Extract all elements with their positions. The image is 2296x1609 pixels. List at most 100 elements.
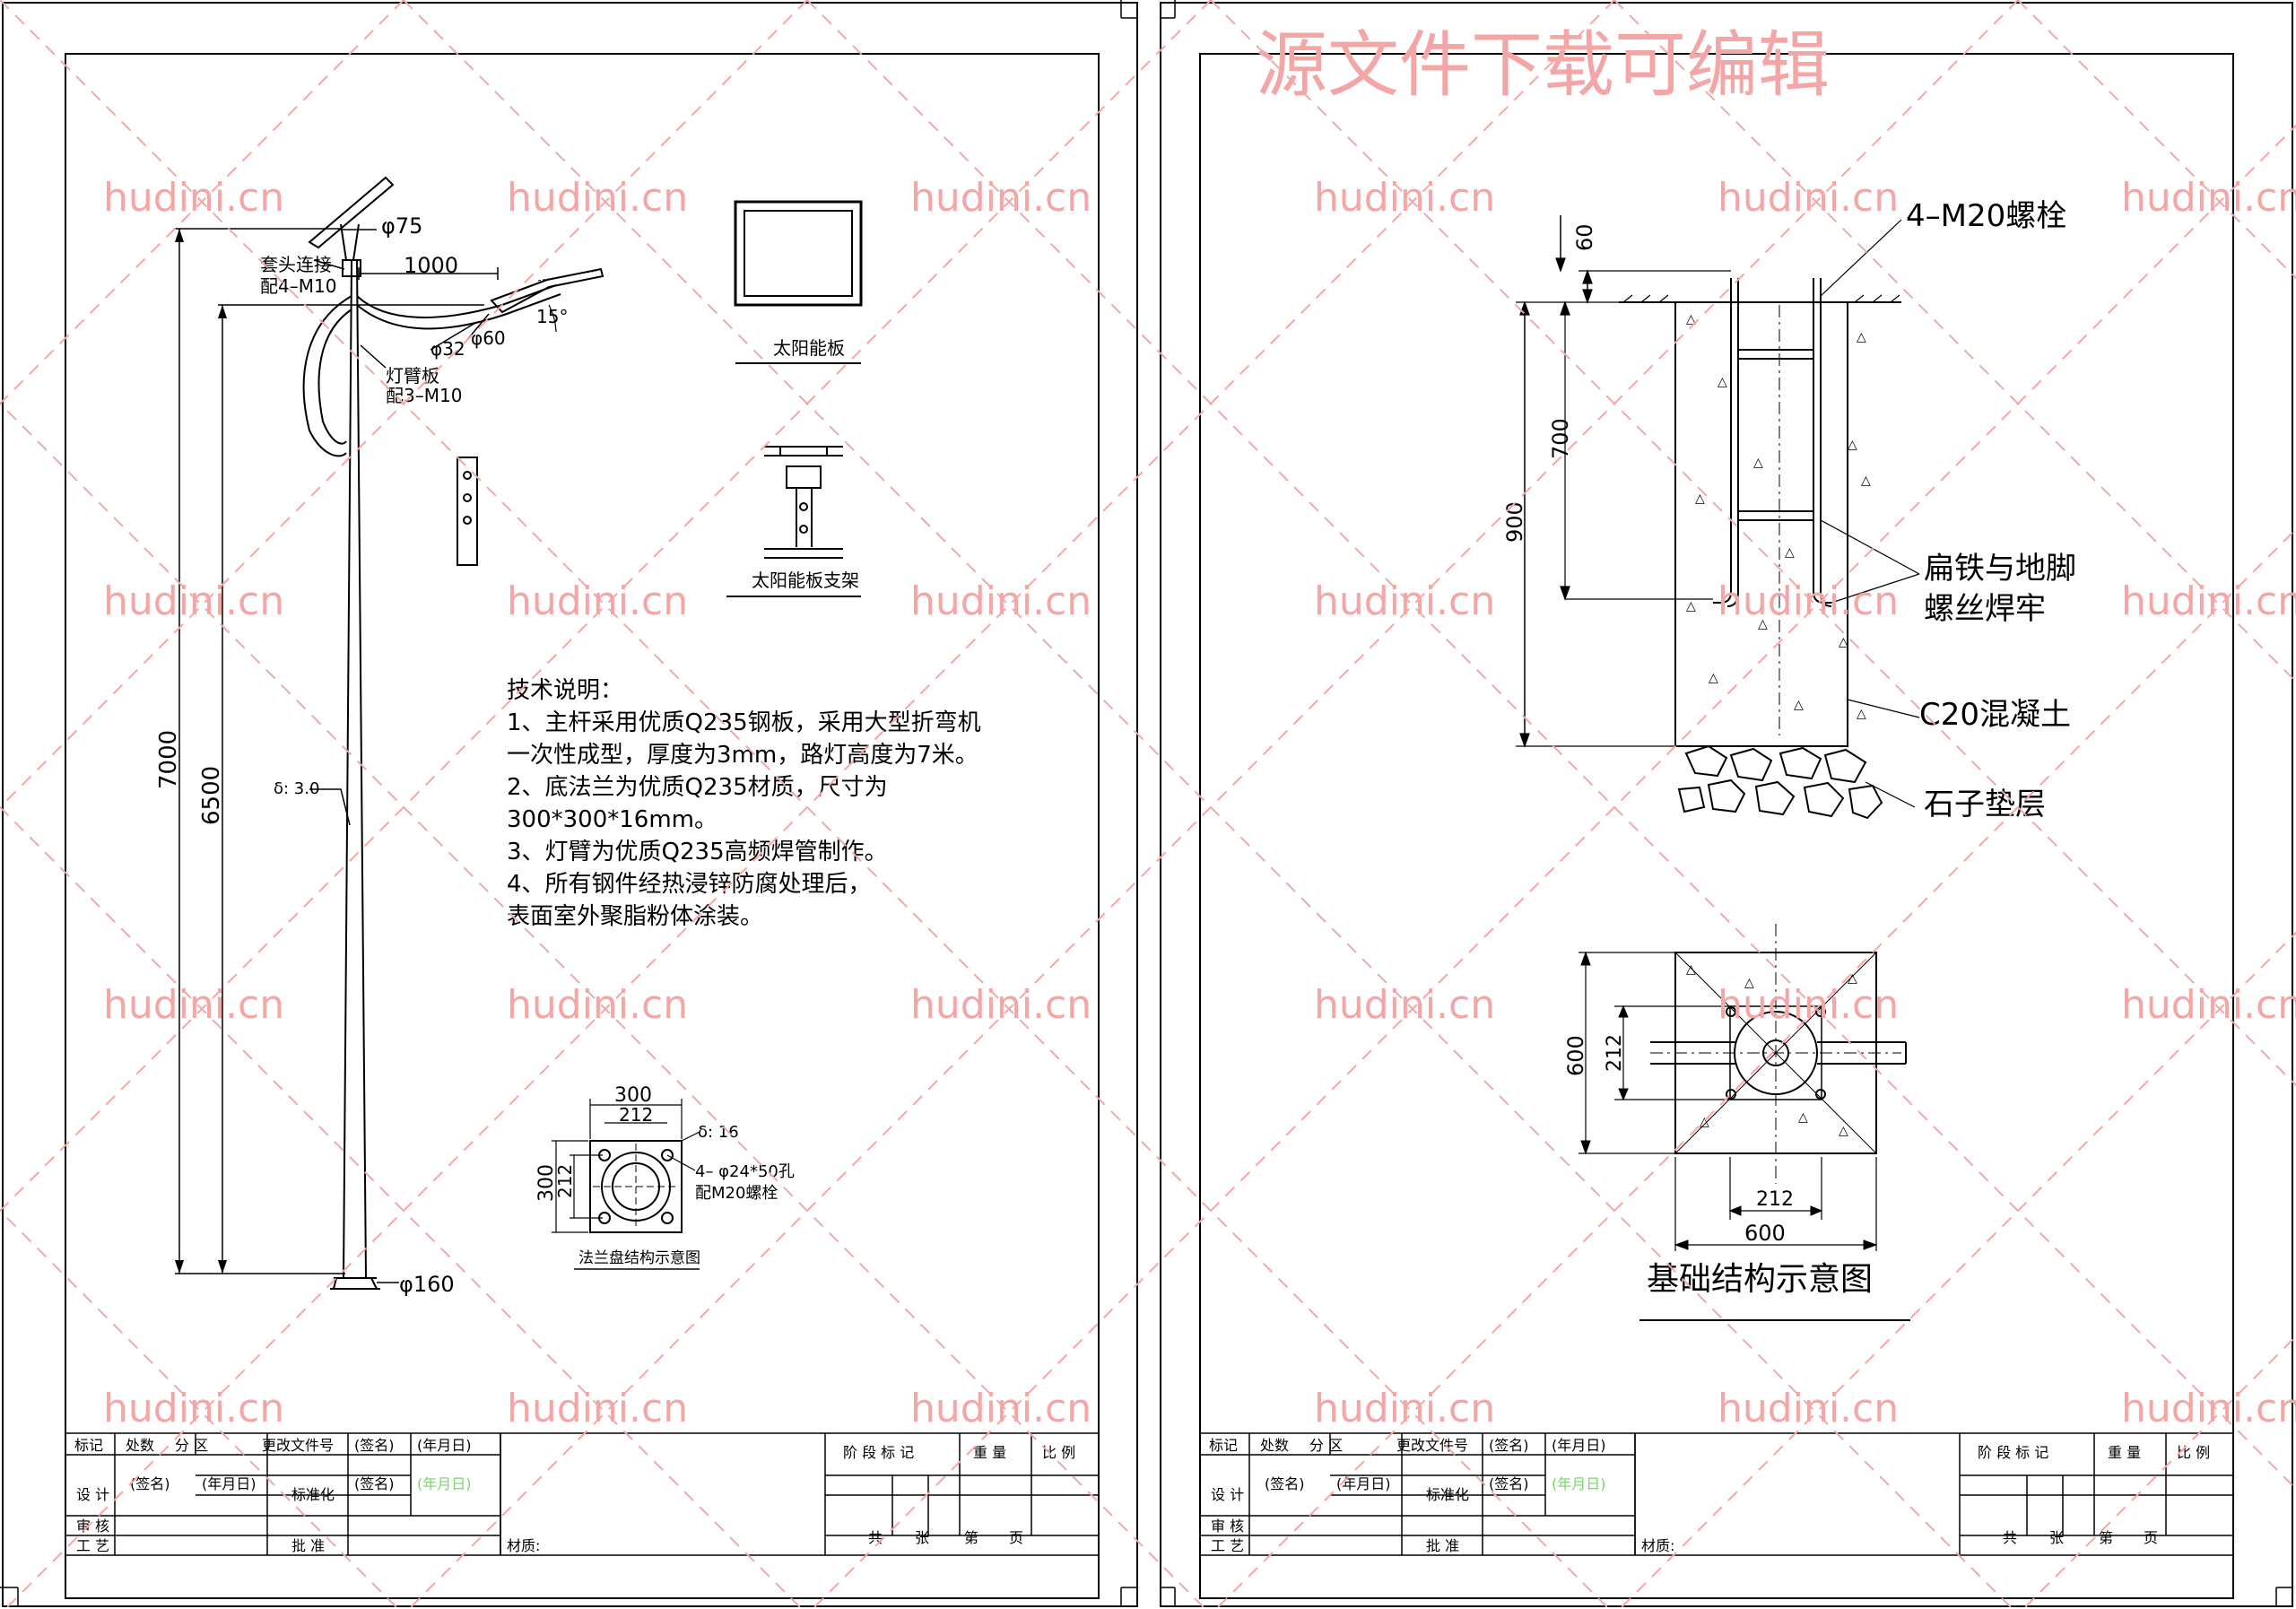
label-gravel: 石子垫层 [1924,787,2046,822]
tb-col: 标记 [74,1437,103,1454]
tb-sheet: 张 [915,1529,929,1546]
tb-page: 页 [1009,1529,1023,1546]
label-anchor-bolts: 4–M20螺栓 [1906,198,2066,234]
tb-col: (年月日) [1552,1437,1606,1454]
tb-col: 处数 [1260,1437,1289,1454]
watermark-line [806,0,2296,1491]
watermark-site-label: hudini.cn [1718,982,1899,1028]
svg-text:△: △ [1785,545,1795,560]
tb-review: 审 核 [76,1518,109,1535]
flange-labels: 300 212 300 212 δ: 16 4– φ24*50孔 配M20螺栓 … [535,1084,795,1267]
tb-design: 设 计 [1211,1486,1244,1503]
watermark-line [0,0,1212,1213]
watermark-line [407,0,2019,1609]
label-concrete: C20混凝土 [1919,697,2071,733]
watermark-site-label: hudini.cn [507,578,688,624]
watermark-site-label: hudini.cn [103,1386,284,1431]
label-dia-60: φ60 [471,327,506,349]
tb-scale: 比 例 [2177,1444,2210,1461]
label-sleeve-bolts: 配4–M10 [260,275,336,297]
tb-stage: 阶 段 标 记 [843,1444,914,1461]
svg-text:△: △ [1839,1124,1848,1138]
tb-date: (年月日) [202,1475,257,1492]
watermark-labels: hudini.cn hudini.cn hudini.cn hudini.cn hudi… [103,175,2296,1431]
tb-standard: 标准化 [291,1486,335,1503]
foundation-caption: 基础结构示意图 [1647,1261,1873,1298]
watermark-line [2022,1335,2296,1609]
svg-text:△: △ [1686,599,1696,613]
watermark-banner: 源文件下载可编辑 [1256,23,1830,107]
watermark-line [1210,0,2296,1087]
watermark-site-label: hudini.cn [103,175,284,221]
svg-text:△: △ [1857,330,1866,344]
watermark-line [4,0,1615,1609]
watermark-site-label: hudini.cn [2121,578,2296,624]
flange-height-outer: 300 [535,1164,558,1202]
tb-date: (年月日) [1336,1475,1391,1492]
tb-col: 更改文件号 [262,1437,334,1454]
notes-line: 4、所有钢件经热浸锌防腐处理后， [507,871,872,898]
tb-scale: 比 例 [1042,1444,1075,1461]
svg-text:△: △ [1686,312,1696,326]
svg-text:△: △ [1695,491,1705,506]
tb-date2: (年月日) [417,1475,472,1492]
label-wall: δ: 3.0 [274,779,319,798]
svg-text:△: △ [1686,962,1696,977]
notes-line: 表面室外聚脂粉体涂装。 [507,903,763,930]
watermark-site-label: hudini.cn [2121,982,2296,1028]
tb-col: 分 区 [175,1437,208,1454]
foundation-plan-labels: 600 212 212 600 基础结构示意图 [1563,1034,1873,1298]
svg-text:△: △ [1839,635,1848,649]
label-dia-32: φ32 [430,338,465,360]
watermark-site-label: hudini.cn [910,1386,1091,1431]
svg-text:△: △ [1848,971,1857,986]
flange-holes: 4– φ24*50孔 [695,1162,795,1181]
tb-material: 材质: [1641,1537,1674,1554]
solar-bracket-detail [726,446,861,597]
technical-notes: 技术说明： 1、主杆采用优质Q235钢板，采用大型折弯机 一次性成型，厚度为3m… [507,677,981,930]
watermark-site-label: hudini.cn [910,578,1091,624]
foundation-plan-texture: △△△ △△△ [1686,962,1857,1138]
flange-height-inner: 212 [554,1164,576,1198]
label-dim-60: 60 [1572,223,1597,251]
watermark-line [1618,931,2296,1609]
watermark-site-label: hudini.cn [507,1386,688,1431]
svg-text:△: △ [1798,1110,1808,1125]
foundation-texture: △△△ △△△ △△△ △△△ △△ [1686,312,1871,721]
tb-craft: 工 艺 [76,1537,109,1554]
foundation-labels: 4–M20螺栓 60 700 900 扁铁与地脚 螺丝焊牢 C20混凝土 石子垫… [1502,198,2076,822]
tb-col: 分 区 [1309,1437,1343,1454]
flange-bolts: 配M20螺栓 [695,1184,778,1203]
watermark-line [1214,527,2296,1609]
svg-text:△: △ [1718,375,1727,389]
watermark-line [0,0,1611,1609]
tb-approve: 批 准 [291,1537,325,1554]
watermark-site-label: hudini.cn [103,982,284,1028]
plan-dim-212-v: 212 [1604,1034,1626,1072]
label-dim-700: 700 [1548,418,1573,459]
foundation-plan [1578,924,1910,1321]
foundation-section [1516,215,1920,820]
watermark-site-label: hudini.cn [910,175,1091,221]
plan-dim-212-h: 212 [1756,1188,1794,1211]
watermark-site-label: hudini.cn [507,175,688,221]
watermark-site-label: hudini.cn [1314,1386,1495,1431]
tb-col: 标记 [1209,1437,1238,1454]
label-weld-2: 螺丝焊牢 [1924,591,2046,627]
notes-line: 300*300*16mm。 [507,806,718,833]
svg-text:△: △ [1857,707,1866,721]
label-arm-angle: 15° [536,306,568,327]
solar-panel-label: 太阳能板 [773,337,845,359]
svg-text:△: △ [1709,671,1718,685]
tb-page: 页 [2144,1529,2158,1546]
watermark-site-label: hudini.cn [507,982,688,1028]
notes-line: 2、底法兰为优质Q235材质，尺寸为 [507,774,888,801]
tb-col: 处数 [126,1437,154,1454]
label-dia-base: φ160 [399,1272,455,1297]
flange-width-inner: 212 [619,1104,653,1126]
tb-sign: (签名) [130,1475,170,1492]
tb-nth: 第 [2099,1529,2113,1546]
